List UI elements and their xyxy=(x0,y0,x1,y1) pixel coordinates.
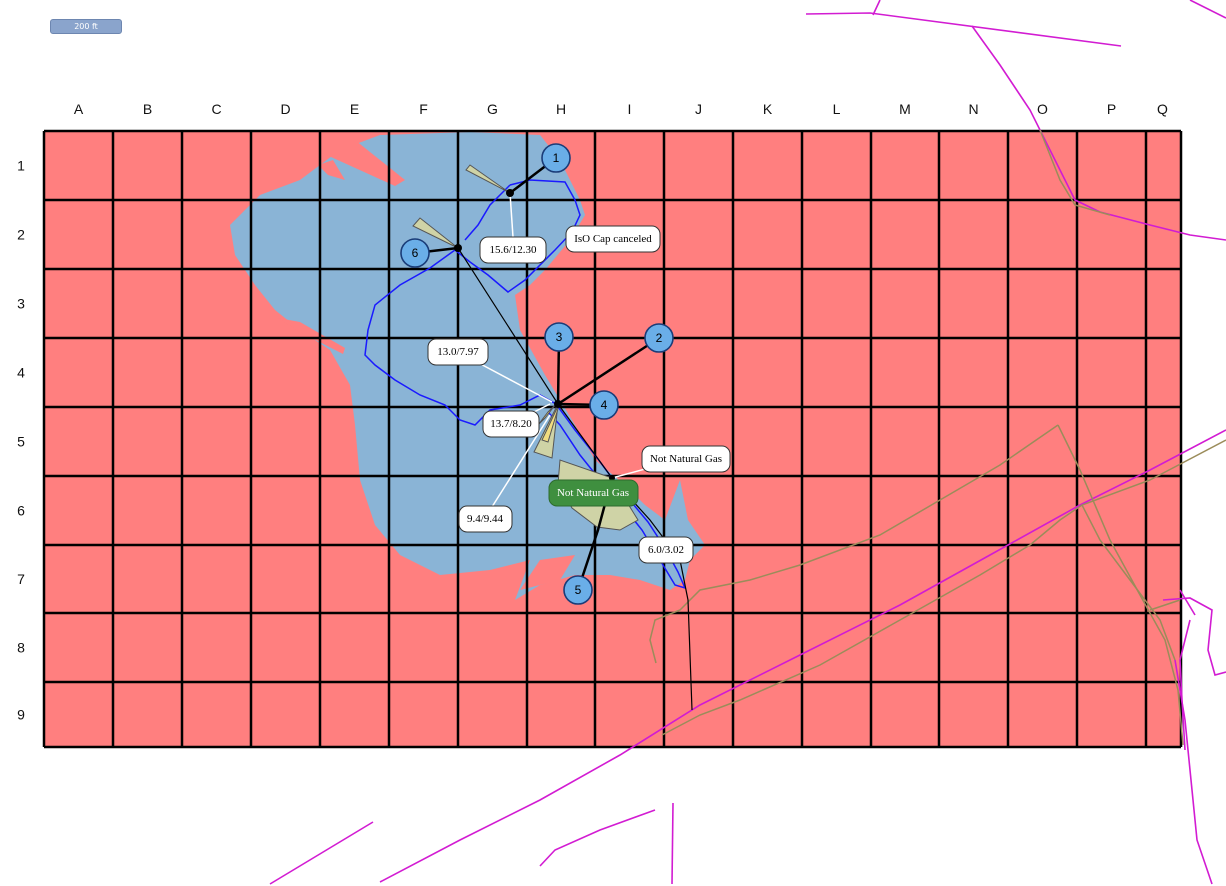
svg-text:4: 4 xyxy=(601,398,608,412)
row-label-1: 1 xyxy=(17,158,25,174)
svg-text:13.7/8.20: 13.7/8.20 xyxy=(490,418,532,430)
column-label-e: E xyxy=(350,101,359,117)
svg-text:9.4/9.44: 9.4/9.44 xyxy=(467,513,504,525)
column-label-n: N xyxy=(968,101,978,117)
site-marker-2[interactable]: 2 xyxy=(644,323,674,353)
label-13-0[interactable]: 13.0/7.97 xyxy=(427,338,489,366)
site-boundary xyxy=(364,179,687,590)
site-marker-6[interactable]: 6 xyxy=(400,238,430,268)
svg-text:Not Natural Gas: Not Natural Gas xyxy=(557,487,629,499)
grid-lines xyxy=(42,129,1183,749)
site-markers: 1 2 3 4 5 6 xyxy=(400,143,674,605)
scale-bar: 200 ft xyxy=(50,19,122,34)
label-9-4[interactable]: 9.4/9.44 xyxy=(458,505,513,533)
grid-background xyxy=(44,131,1181,747)
column-label-m: M xyxy=(899,101,911,117)
column-label-f: F xyxy=(419,101,428,117)
svg-text:13.0/7.97: 13.0/7.97 xyxy=(437,346,479,358)
svg-text:15.6/12.30: 15.6/12.30 xyxy=(489,244,537,256)
row-label-7: 7 xyxy=(17,571,25,587)
column-label-g: G xyxy=(487,101,498,117)
site-marker-4[interactable]: 4 xyxy=(589,390,619,420)
column-label-h: H xyxy=(556,101,566,117)
column-label-d: D xyxy=(280,101,290,117)
row-label-9: 9 xyxy=(17,707,25,723)
label-not-natural-gas[interactable]: Not Natural Gas xyxy=(641,445,731,473)
svg-text:5: 5 xyxy=(575,583,582,597)
label-iso-cap[interactable]: IsO Cap canceled xyxy=(565,225,661,253)
site-marker-1[interactable]: 1 xyxy=(541,143,571,173)
site-marker-3[interactable]: 3 xyxy=(544,322,574,352)
svg-text:6: 6 xyxy=(412,246,419,260)
svg-text:2: 2 xyxy=(656,331,663,345)
row-labels: 1 2 3 4 5 6 7 8 9 xyxy=(17,158,25,723)
svg-text:6.0/3.02: 6.0/3.02 xyxy=(648,544,684,556)
column-labels: A B C D E F G H I J K L M N O P Q xyxy=(74,101,1168,117)
anchor-points xyxy=(454,189,615,481)
column-label-a: A xyxy=(74,101,84,117)
column-label-j: J xyxy=(695,101,702,117)
row-label-2: 2 xyxy=(17,227,25,243)
label-15-6[interactable]: 15.6/12.30 xyxy=(479,236,547,264)
svg-text:3: 3 xyxy=(556,330,563,344)
column-label-l: L xyxy=(833,101,841,117)
site-marker-5[interactable]: 5 xyxy=(563,575,593,605)
svg-text:IsO Cap canceled: IsO Cap canceled xyxy=(574,233,652,245)
row-label-5: 5 xyxy=(17,434,25,450)
row-label-8: 8 xyxy=(17,640,25,656)
row-label-4: 4 xyxy=(17,365,25,381)
svg-text:1: 1 xyxy=(553,151,560,165)
roads xyxy=(269,0,1226,885)
label-not-natural-gas-green[interactable]: Not Natural Gas xyxy=(548,479,639,507)
row-label-3: 3 xyxy=(17,296,25,312)
label-boxes: IsO Cap canceled 15.6/12.30 13.0/7.97 13… xyxy=(427,225,731,564)
column-label-o: O xyxy=(1037,101,1048,117)
pipelines xyxy=(649,129,1226,746)
svg-text:Not Natural Gas: Not Natural Gas xyxy=(650,453,722,465)
column-label-b: B xyxy=(143,101,152,117)
column-label-c: C xyxy=(211,101,221,117)
label-13-7[interactable]: 13.7/8.20 xyxy=(482,410,540,438)
column-label-k: K xyxy=(763,101,773,117)
row-label-6: 6 xyxy=(17,503,25,519)
grid-fill xyxy=(44,131,1181,747)
column-label-p: P xyxy=(1107,101,1116,117)
label-6-0[interactable]: 6.0/3.02 xyxy=(638,536,694,564)
column-label-q: Q xyxy=(1157,101,1168,117)
column-label-i: I xyxy=(628,101,632,117)
